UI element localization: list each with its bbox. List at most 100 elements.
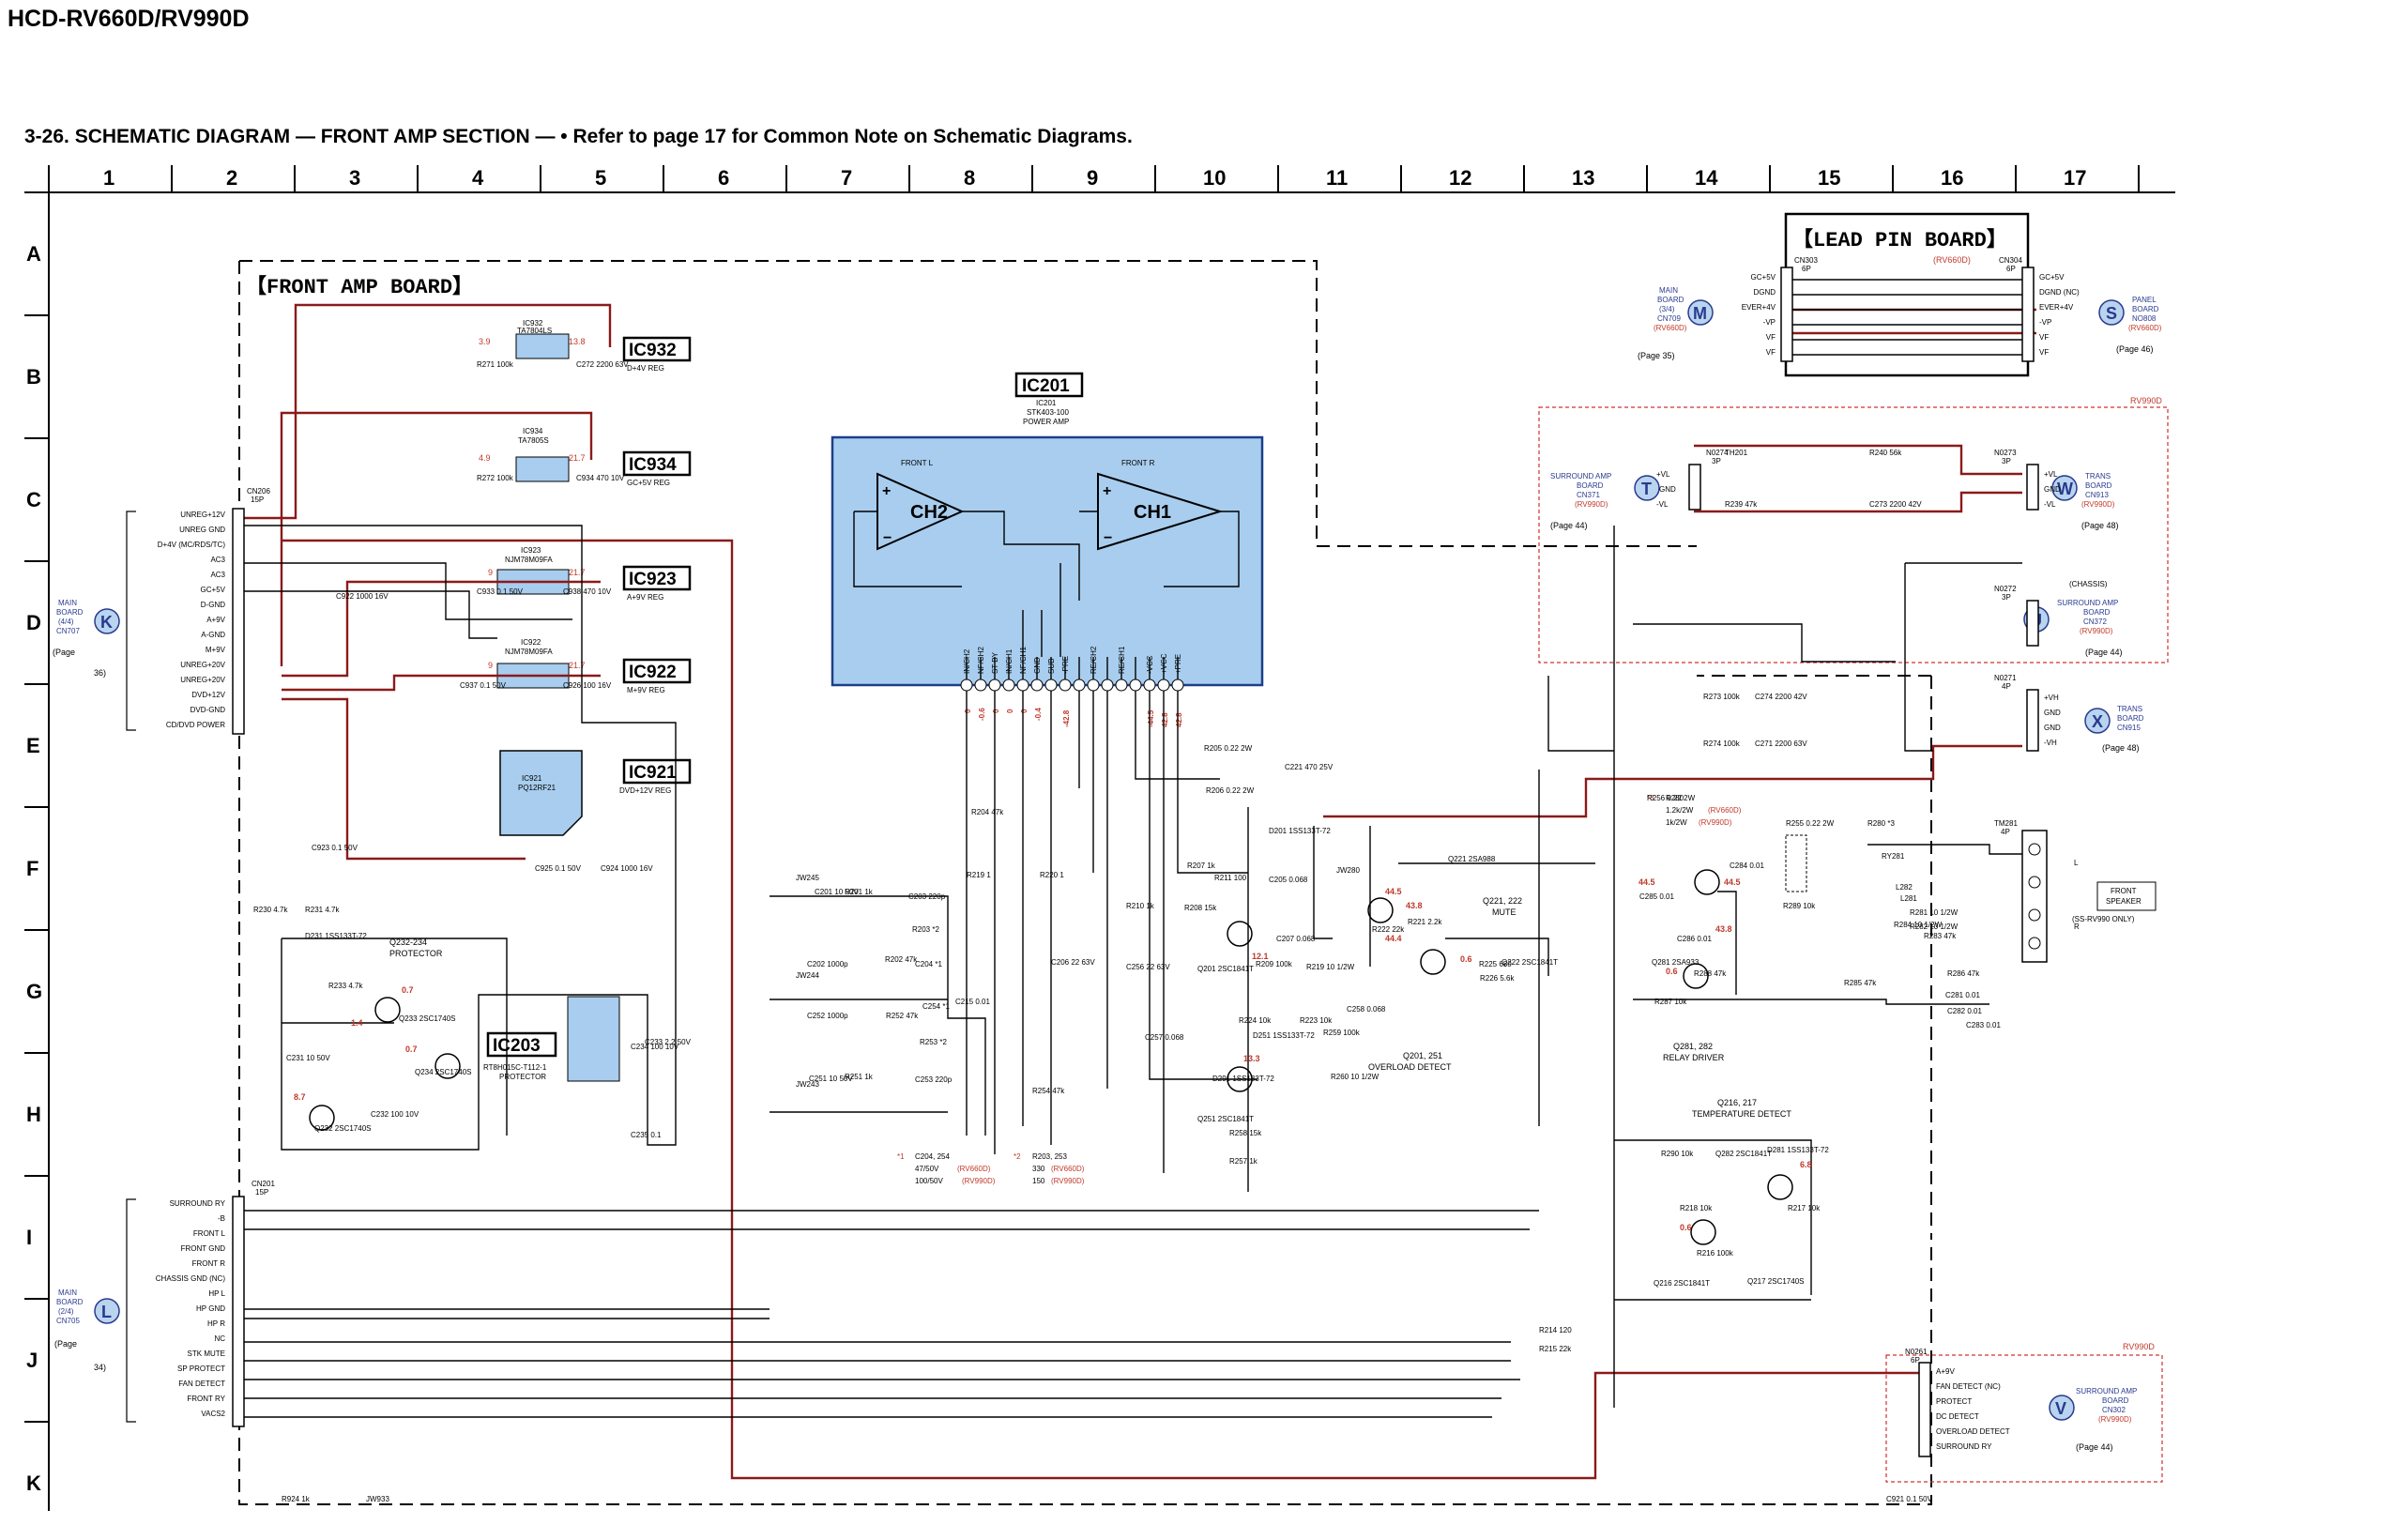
offboard-l-page2: 34) xyxy=(94,1363,106,1372)
cn201-connector: CN201 15P SURROUND RY -B FRONT L FRONT G… xyxy=(126,1180,275,1427)
v-q233-b: 1.4 xyxy=(351,1018,363,1028)
ic201-pin-name: ST BY xyxy=(991,651,999,674)
component-label: R284 10 1/2W xyxy=(1894,921,1943,929)
cn201-pin: FRONT GND xyxy=(181,1244,226,1253)
block-temp: Q216, 217 xyxy=(1717,1098,1757,1107)
ic201-pin-name: NF/CH2 xyxy=(977,647,985,674)
ic922-vin: 9 xyxy=(488,661,493,670)
component-label: JW244 xyxy=(796,971,819,980)
offboard-m-l4: CN709 xyxy=(1657,314,1681,323)
n0274-name: N0274 xyxy=(1706,449,1729,457)
speaker-l: L xyxy=(2074,859,2079,867)
component-label: C202 1000p xyxy=(807,960,848,968)
note1-tag: *1 xyxy=(897,1152,905,1161)
component-label: C203 220p xyxy=(908,892,946,901)
n0273-pin: -VL xyxy=(2044,500,2056,509)
component-label: L282 xyxy=(1896,883,1913,892)
front-amp-board-label: 【FRONT AMP BOARD】 xyxy=(246,275,473,299)
cn201-pin: FRONT L xyxy=(193,1229,226,1238)
component-label: R208 15k xyxy=(1184,904,1217,912)
ic923-tag: IC923 xyxy=(629,570,677,589)
ic934-tag: IC934 xyxy=(629,455,677,475)
ic203-protector: IC203 RT8H015C-T112-1 PROTECTOR xyxy=(483,996,620,1082)
ic201-pin-name: +PRE xyxy=(1174,654,1182,674)
component-label: Q217 2SC1740S xyxy=(1747,1277,1805,1286)
col-label: 7 xyxy=(841,166,852,190)
ic203-part: RT8H015C-T112-1 xyxy=(483,1063,547,1072)
pin-voltage: 0 xyxy=(1020,709,1029,713)
component-label: Q201 2SC1841T xyxy=(1197,965,1254,973)
offboard-v-page: (Page 44) xyxy=(2076,1442,2113,1452)
cn206-pin: UNREG+20V xyxy=(180,661,225,669)
ic201-line1: IC201 xyxy=(1036,399,1057,407)
n0271-pin: GND xyxy=(2044,709,2061,717)
note3-a: 1.2k/2W xyxy=(1666,806,1694,815)
speaker-label1: FRONT xyxy=(2111,887,2137,895)
lead-pin-board-label: 【LEAD PIN BOARD】 xyxy=(1792,228,2007,252)
rv990d-zone-lower xyxy=(1885,1354,2163,1483)
v-q217: 0.6 xyxy=(1680,1223,1692,1232)
n0273-pin: +VL xyxy=(2044,470,2058,479)
component-label: C221 470 25V xyxy=(1285,763,1334,771)
cn303-pin: VF xyxy=(1766,348,1776,357)
n0274-pins: 3P xyxy=(1712,457,1721,465)
offboard-t-letter: T xyxy=(1641,480,1652,498)
n0274-pin: GND xyxy=(1659,485,1676,494)
component-label: R211 100 xyxy=(1214,874,1247,882)
cn201-pin: SP PROTECT xyxy=(177,1365,225,1373)
n0272-chassis: (CHASSIS) xyxy=(2069,580,2108,588)
cn201-pins: 15P xyxy=(255,1188,268,1197)
svg-text:−: − xyxy=(1104,530,1112,546)
note3-a-model: (RV660D) xyxy=(1708,806,1742,815)
speaker-label2: SPEAKER xyxy=(2106,897,2142,906)
block-protector: Q232-234 xyxy=(389,938,427,947)
svg-text:+: + xyxy=(882,483,891,499)
ic203-tag: IC203 xyxy=(493,1036,541,1056)
component-label: R210 1k xyxy=(1126,902,1155,910)
component-label: R202 47k xyxy=(885,955,918,964)
pin-voltage: 0 xyxy=(1006,709,1014,713)
component-label: D251 1SS133T-72 xyxy=(1253,1031,1315,1040)
component-label: C282 0.01 xyxy=(1947,1007,1982,1015)
cn206-pin: DVD-GND xyxy=(191,706,226,714)
component-label: R203 *2 xyxy=(912,925,939,934)
cn206-pin: AC3 xyxy=(210,571,225,579)
component-label: R289 10k xyxy=(1783,902,1816,910)
v-q233-c: 0.7 xyxy=(402,985,414,995)
component-label: C938 470 10V xyxy=(563,587,612,596)
component-label: C258 0.068 xyxy=(1347,1005,1386,1014)
power-wires xyxy=(239,303,2036,1480)
component-label: JW280 xyxy=(1336,866,1360,875)
component-label: R281 10 1/2W xyxy=(1910,908,1959,917)
offboard-k-page: (Page xyxy=(53,648,75,657)
component-label: TH201 xyxy=(1725,449,1748,457)
row-label: F xyxy=(26,857,38,880)
offboard-v-l1: SURROUND AMP xyxy=(2076,1387,2137,1395)
component-label: C284 0.01 xyxy=(1730,861,1764,870)
cn201-pin: HP R xyxy=(207,1319,225,1328)
page-title: HCD-RV660D/RV990D xyxy=(8,6,250,32)
offboard-k-l3: (4/4) xyxy=(58,618,74,626)
component-label: R258 15k xyxy=(1229,1129,1262,1137)
cn304-pin: DGND (NC) xyxy=(2039,288,2080,297)
component-label: R274 100k xyxy=(1703,740,1741,748)
regulator-ic934: IC934 TA7805S 4.9 21.7 IC934 GC+5V REG xyxy=(479,427,692,487)
cn303-pin: DGND xyxy=(1753,288,1776,297)
n0271-pin: +VH xyxy=(2044,694,2059,702)
offboard-u-l2: BOARD xyxy=(2083,608,2111,617)
offboard-l-page: (Page xyxy=(54,1339,77,1349)
offboard-u-page: (Page 44) xyxy=(2085,648,2123,657)
col-label: 17 xyxy=(2064,166,2086,190)
ic201-pin-name: +VCC xyxy=(1160,653,1168,674)
pin-voltage: -0.6 xyxy=(978,708,986,721)
row-label: I xyxy=(26,1226,32,1249)
cn201-pin: FRONT R xyxy=(192,1259,226,1268)
cn201-pin: CHASSIS GND (NC) xyxy=(156,1274,226,1283)
n0261-pin: OVERLOAD DETECT xyxy=(1936,1427,2010,1436)
cn304-name: CN304 xyxy=(1999,256,2022,265)
ic201-pin-name: -PRE xyxy=(1061,656,1070,674)
note2-a: 330 xyxy=(1032,1165,1045,1173)
component-label: R219 10 1/2W xyxy=(1306,963,1355,971)
col-label: 9 xyxy=(1087,166,1098,190)
cn201-pin: STK MUTE xyxy=(188,1349,225,1358)
